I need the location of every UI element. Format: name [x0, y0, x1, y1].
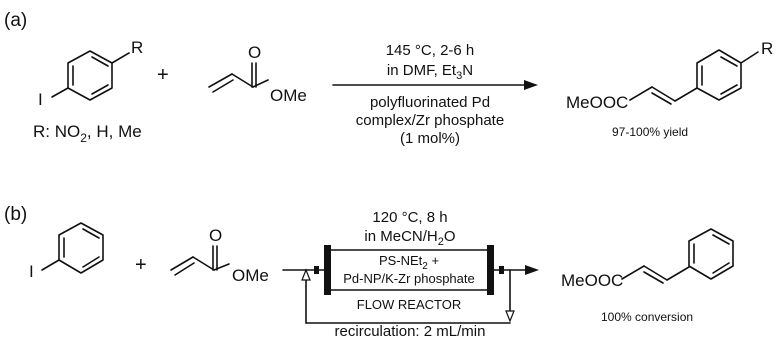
- catalyst-a-line1: polyfluorinated Pd: [370, 94, 490, 111]
- product-a-ester: MeOOC: [566, 93, 628, 112]
- reactor-fill-line2: Pd-NP/K-Zr phosphate: [343, 271, 475, 286]
- conditions-b-line1: 120 °C, 8 h: [372, 209, 447, 226]
- flow-reactor-label: FLOW REACTOR: [357, 297, 462, 312]
- conditions-a-line1: 145 °C, 2-6 h: [386, 42, 475, 59]
- yield-label: 97-100% yield: [612, 125, 688, 139]
- recirculation-arrowhead-up: [301, 268, 311, 281]
- reactant-a-iodine: I: [38, 90, 43, 109]
- conversion-label: 100% conversion: [601, 310, 693, 324]
- panel-a-label: (a): [4, 10, 27, 31]
- reactant-a-substituent: R: [131, 38, 143, 57]
- reactor-cap-right: [487, 245, 494, 295]
- panel-b-label: (b): [4, 204, 27, 225]
- arrowhead-a: [524, 80, 538, 90]
- aryl-iodide-ring-a: [51, 50, 130, 101]
- acrylate-a-ome: OMe: [270, 86, 307, 105]
- catalyst-a-line3: (1 mol%): [400, 130, 460, 147]
- recirculation-label: recirculation: 2 mL/min: [335, 323, 486, 340]
- r-group-list: R: NO2, H, Me: [33, 122, 142, 145]
- product-cinnamate-a: [629, 49, 759, 105]
- methyl-acrylate-a: [208, 62, 269, 93]
- conditions-a-line2: in DMF, Et3N: [387, 62, 473, 82]
- catalyst-a-line2: complex/Zr phosphate: [356, 112, 504, 129]
- product-a-substituent: R: [761, 39, 773, 58]
- reactor-fill-line1: PS-NEt2 +: [379, 253, 439, 272]
- reactor-port-left: [314, 266, 319, 274]
- acrylate-b-ome: OMe: [232, 266, 269, 285]
- iodobenzene-ring-b: [41, 222, 104, 274]
- conditions-b-line2: in MeCN/H2O: [364, 228, 455, 248]
- plus-sign-a: +: [157, 64, 169, 86]
- recirculation-arrowhead-down: [505, 310, 515, 323]
- plus-sign-b: +: [135, 254, 147, 276]
- product-cinnamate-b: [621, 228, 734, 284]
- reactor-cap-left: [324, 245, 331, 295]
- acrylate-a-oxygen: O: [248, 43, 261, 62]
- acrylate-b-oxygen: O: [209, 226, 222, 245]
- arrowhead-b: [525, 265, 539, 275]
- product-b-ester: MeOOC: [561, 271, 623, 290]
- reactant-b-iodine: I: [29, 262, 34, 281]
- methyl-acrylate-b: [170, 245, 230, 276]
- reactor-port-right: [499, 266, 504, 274]
